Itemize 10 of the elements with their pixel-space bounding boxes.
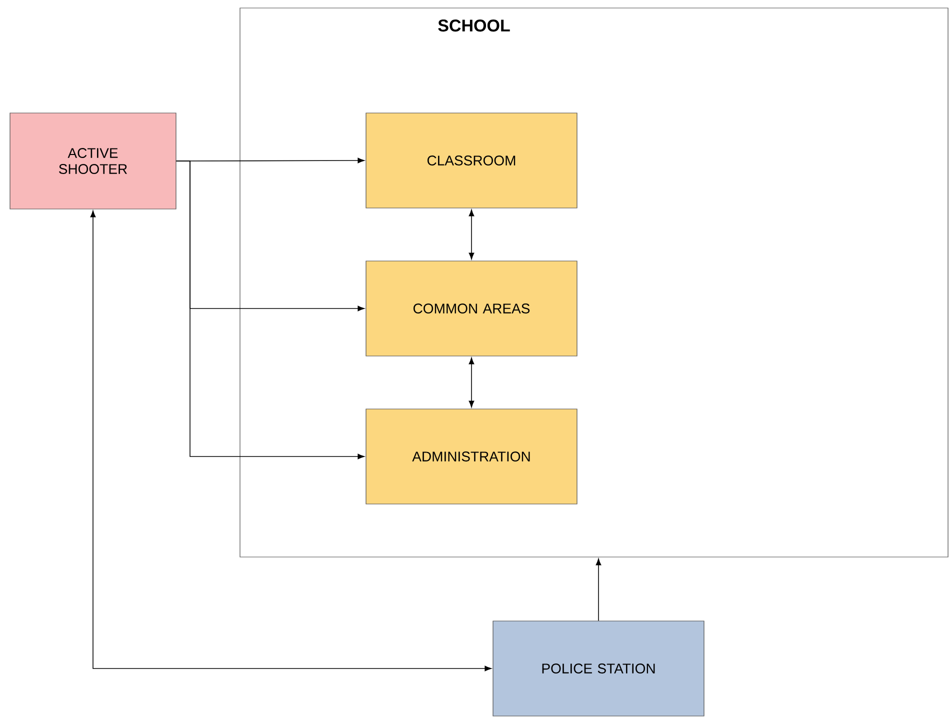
arrow	[176, 160, 364, 460]
arrow	[468, 358, 474, 408]
process-box: COMMON AREAS	[366, 260, 578, 356]
arrow	[596, 558, 602, 622]
process-box: ADMINISTRATION	[366, 408, 578, 504]
process-box: POLICE STATION	[492, 620, 704, 716]
process-box: CLASSROOM	[366, 112, 578, 208]
arrow	[468, 210, 474, 260]
arrow	[90, 210, 492, 672]
process-box: ACTIVE SHOOTER	[10, 112, 176, 210]
